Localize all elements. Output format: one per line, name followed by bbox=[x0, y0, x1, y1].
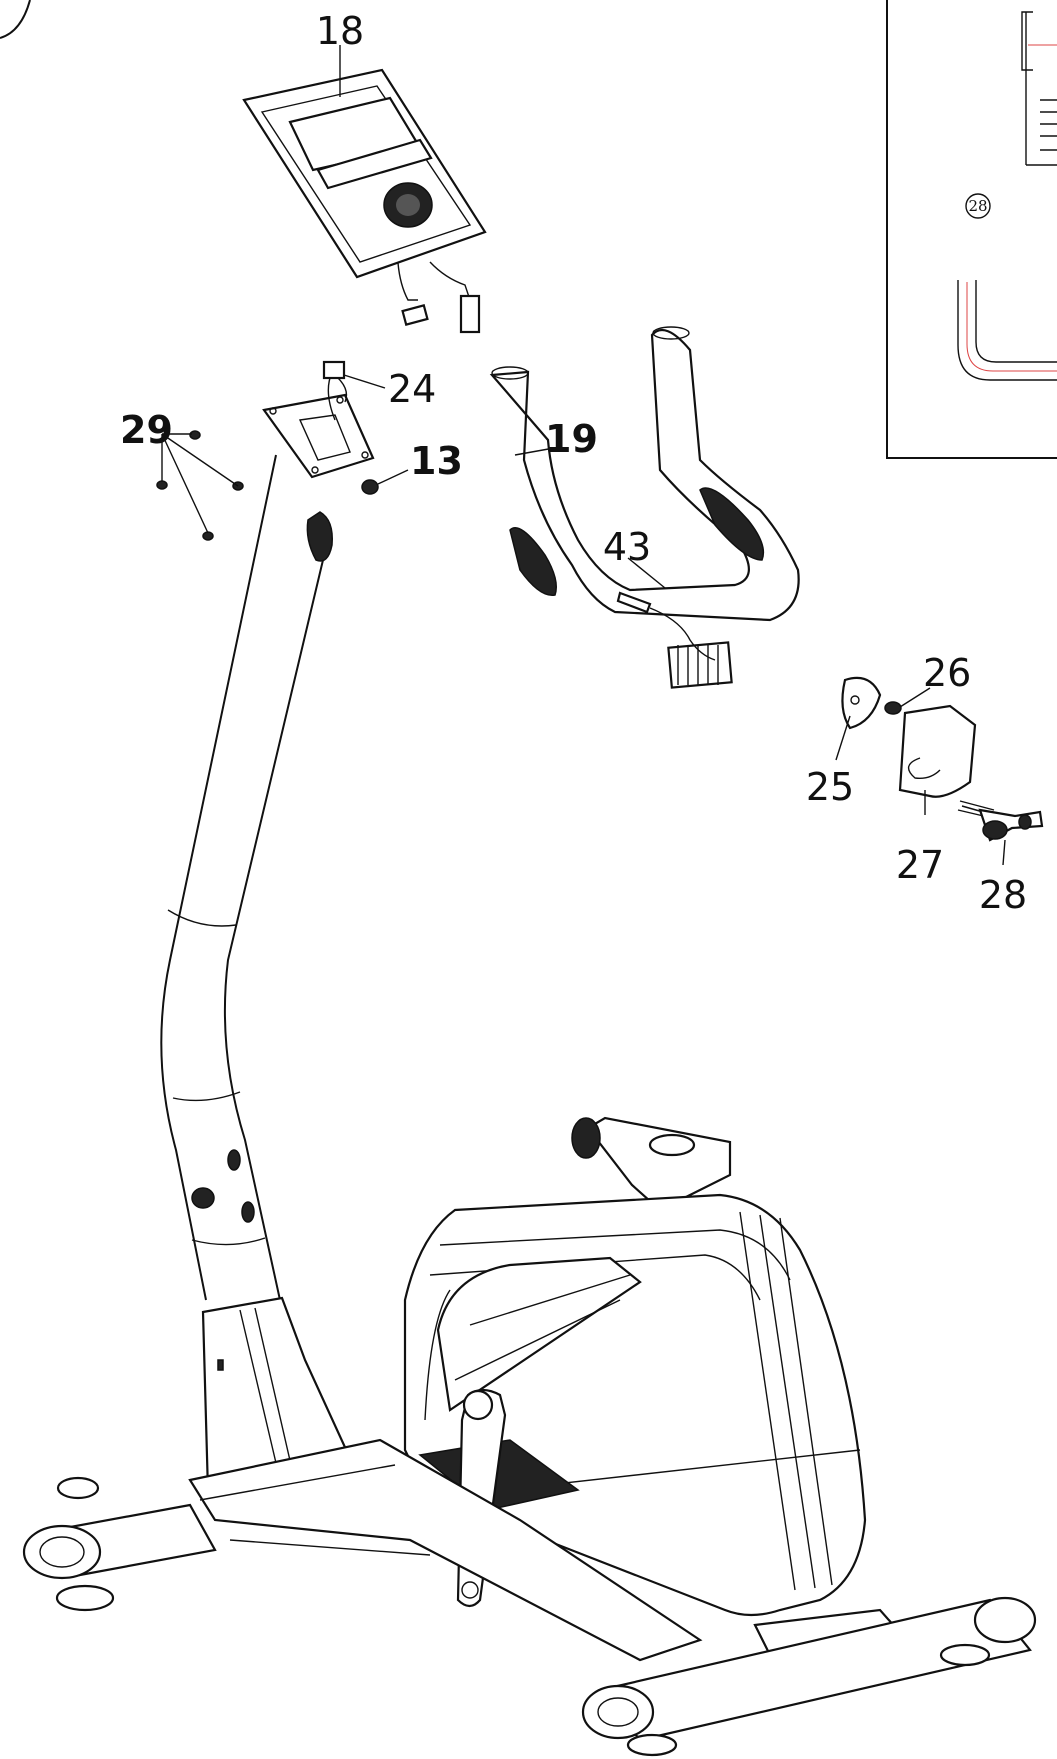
pulse-wire-part-43 bbox=[616, 591, 716, 661]
nut-part-13 bbox=[361, 479, 379, 495]
frame-body bbox=[22, 1116, 1037, 1757]
callout-29: 29 bbox=[120, 408, 173, 452]
wire-connector bbox=[306, 511, 333, 562]
callout-19: 19 bbox=[545, 417, 598, 461]
callout-24: 24 bbox=[388, 367, 436, 411]
inset-callout-label: 28 bbox=[968, 197, 987, 215]
inset-callout-circle bbox=[965, 193, 991, 219]
callout-28: 28 bbox=[979, 873, 1027, 917]
corner-circle-fragment bbox=[0, 0, 31, 39]
detail-inset: 28 bbox=[886, 0, 1057, 459]
bracket-part-25 bbox=[841, 676, 882, 730]
callout-43: 43 bbox=[603, 525, 651, 569]
console-part-18 bbox=[242, 68, 487, 334]
callout-18: 18 bbox=[316, 9, 364, 53]
knob-part-28 bbox=[957, 800, 1044, 842]
upright-tube bbox=[160, 454, 324, 1301]
callout-27: 27 bbox=[896, 843, 944, 887]
mounting-plate-part-24 bbox=[262, 360, 375, 479]
handlebar-part-19 bbox=[489, 326, 800, 689]
cover-part-27 bbox=[898, 704, 977, 798]
screw-part-26 bbox=[884, 701, 902, 715]
callout-13: 13 bbox=[410, 439, 463, 483]
leader-lines bbox=[161, 45, 1006, 866]
callout-26: 26 bbox=[923, 651, 971, 695]
callout-25: 25 bbox=[806, 765, 854, 809]
